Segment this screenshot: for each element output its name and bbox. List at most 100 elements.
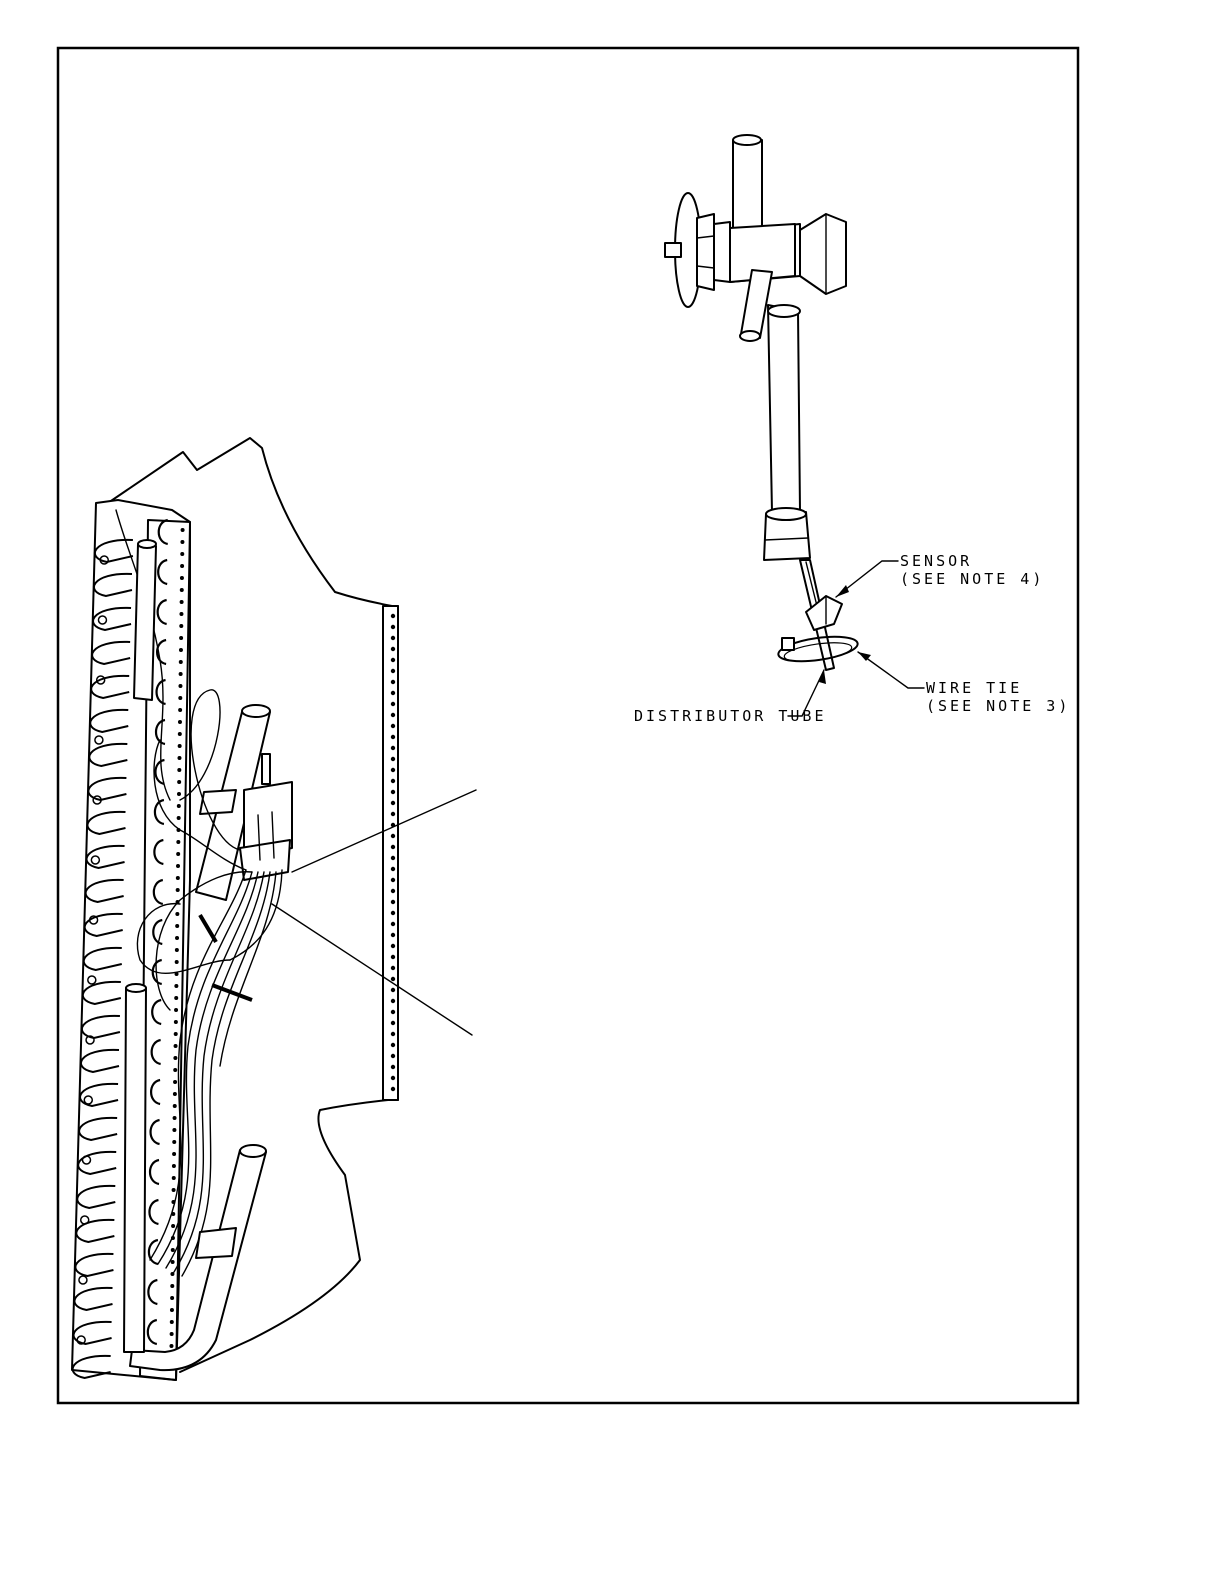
- rail-hole: [391, 614, 395, 618]
- sheet-hole: [179, 636, 183, 640]
- long-tube: [768, 305, 800, 512]
- right-hex-nut: [800, 214, 846, 294]
- upper-pipe-clamp: [200, 790, 236, 814]
- coil-assembly-view: [72, 438, 476, 1380]
- rail-hole: [391, 834, 395, 838]
- rail-hole: [391, 1010, 395, 1014]
- sheet-hole: [98, 616, 106, 624]
- sheet-hole: [173, 1104, 177, 1108]
- rail-hole: [391, 757, 395, 761]
- sheet-hole: [174, 996, 178, 1000]
- sheet-hole: [88, 976, 96, 984]
- rail-hole: [391, 900, 395, 904]
- rail-hole: [391, 801, 395, 805]
- top-pipe: [733, 140, 762, 230]
- sensor-label: SENSOR: [900, 552, 972, 570]
- sheet-hole: [175, 948, 179, 952]
- rail-hole: [391, 735, 395, 739]
- distributor-tube-label: DISTRIBUTOR TUBE: [634, 707, 827, 725]
- sheet-hole: [175, 936, 179, 940]
- sheet-hole: [180, 576, 184, 580]
- rail-hole: [391, 1043, 395, 1047]
- sheet-hole: [169, 1344, 173, 1348]
- drawing-frame: [58, 48, 1078, 1403]
- left-hex-nut: [697, 214, 714, 290]
- rail-hole: [391, 845, 395, 849]
- sheet-hole: [178, 732, 182, 736]
- sheet-hole: [180, 540, 184, 544]
- rail-hole: [391, 1054, 395, 1058]
- sheet-hole: [178, 744, 182, 748]
- rail-hole: [391, 867, 395, 871]
- rail-hole: [391, 1032, 395, 1036]
- sheet-hole: [170, 1284, 174, 1288]
- sheet-hole: [177, 768, 181, 772]
- rail-hole: [391, 955, 395, 959]
- sheet-hole: [172, 1152, 176, 1156]
- rail-hole: [391, 812, 395, 816]
- rail-hole: [391, 680, 395, 684]
- rail-hole: [391, 988, 395, 992]
- sheet-hole: [178, 696, 182, 700]
- sheet-hole: [177, 780, 181, 784]
- rail-hole: [391, 779, 395, 783]
- sheet-hole: [176, 852, 180, 856]
- sheet-hole: [171, 1224, 175, 1228]
- rail-hole: [391, 658, 395, 662]
- rail-hole: [391, 922, 395, 926]
- sheet-hole: [173, 1092, 177, 1096]
- wire-tie-head: [782, 638, 794, 650]
- sheet-hole: [176, 888, 180, 892]
- rail-hole: [391, 933, 395, 937]
- sheet-hole: [176, 876, 180, 880]
- rail-hole: [391, 636, 395, 640]
- rail-hole: [391, 724, 395, 728]
- sheet-hole: [174, 1020, 178, 1024]
- rail-hole: [391, 768, 395, 772]
- sheet-hole: [79, 1276, 87, 1284]
- sheet-hole: [170, 1296, 174, 1300]
- right-rail: [383, 606, 398, 1100]
- rail-hole: [391, 878, 395, 882]
- sheet-hole: [180, 600, 184, 604]
- distributor-detail-view: [665, 135, 859, 670]
- upper-left-header: [134, 544, 156, 700]
- sheet-hole: [170, 1332, 174, 1336]
- sheet-hole: [172, 1140, 176, 1144]
- rail-hole: [391, 889, 395, 893]
- rail-hole: [391, 999, 395, 1003]
- rail-hole: [391, 669, 395, 673]
- sheet-hole: [176, 840, 180, 844]
- sheet-hole: [174, 1008, 178, 1012]
- sheet-hole: [170, 1320, 174, 1324]
- rail-hole: [391, 977, 395, 981]
- sheet-hole: [95, 736, 103, 744]
- rail-hole: [391, 911, 395, 915]
- sheet-hole: [172, 1188, 176, 1192]
- sheet-hole: [173, 1056, 177, 1060]
- sheet-hole: [179, 624, 183, 628]
- sheet-hole: [171, 1248, 175, 1252]
- top-pipe-end: [733, 135, 761, 145]
- sheet-hole: [177, 792, 181, 796]
- sheet-hole: [172, 1176, 176, 1180]
- right-rail-holes: [391, 614, 395, 1091]
- txv-stem: [262, 754, 270, 784]
- sheet-hole: [174, 1044, 178, 1048]
- rail-hole: [391, 1076, 395, 1080]
- sheet-hole: [170, 1308, 174, 1312]
- sheet-hole: [178, 720, 182, 724]
- rail-hole: [391, 702, 395, 706]
- rail-hole: [391, 790, 395, 794]
- assembly-leader-lower: [272, 904, 472, 1035]
- rail-hole: [391, 691, 395, 695]
- sheet-hole: [177, 816, 181, 820]
- bundle-tie-upper: [200, 915, 216, 942]
- sheet-hole: [177, 804, 181, 808]
- sheet-hole: [178, 708, 182, 712]
- sheet-hole: [179, 612, 183, 616]
- side-pipe-end: [740, 331, 760, 341]
- sheet-hole: [178, 684, 182, 688]
- sheet-hole: [91, 856, 99, 864]
